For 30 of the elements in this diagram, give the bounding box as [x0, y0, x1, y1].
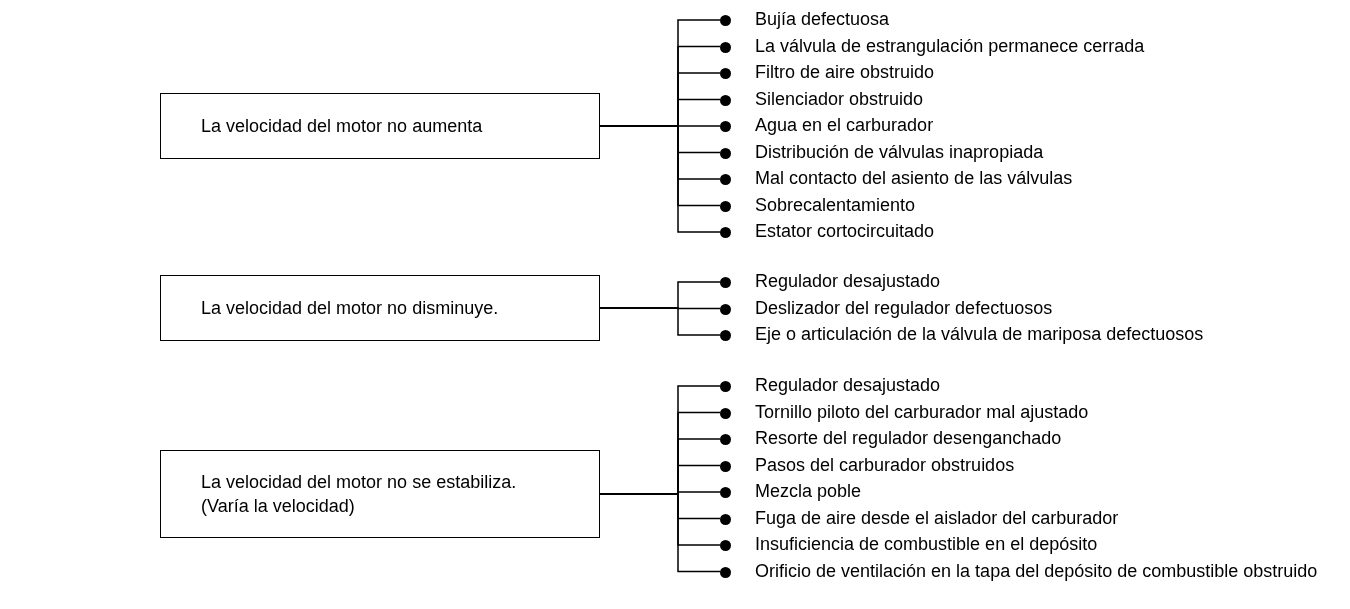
cause-text: Distribución de válvulas inapropiada: [755, 140, 1045, 164]
cause-text: Pasos del carburador obstruidos: [755, 453, 1016, 477]
connector-line: [599, 125, 721, 233]
cause-text: Bujía defectuosa: [755, 8, 891, 31]
connector-line: [599, 307, 721, 336]
cause-text: Mezcla poble: [755, 480, 863, 503]
cause-text: Resorte del regulador desenganchado: [755, 427, 1063, 450]
cause-text: Orificio de ventilación en la tapa del depósito de combustible obstruido: [755, 559, 1319, 583]
cause-text: Eje o articulación de la válvula de mariposa defectuosos: [755, 323, 1205, 346]
cause-text: Deslizador del regulador defectuosos: [755, 296, 1054, 320]
problem-text: La velocidad del motor no se estabiliza.: [201, 471, 518, 494]
problem-box: [160, 93, 600, 159]
problem-text: La velocidad del motor no disminuye.: [201, 297, 500, 320]
cause-text: Regulador desajustado: [755, 270, 942, 293]
cause-text: Filtro de aire obstruido: [755, 61, 936, 84]
connector-line: [599, 493, 721, 573]
problem-text: La velocidad del motor no aumenta: [201, 115, 484, 138]
cause-text: Tornillo piloto del carburador mal ajustado: [755, 400, 1090, 424]
cause-text: Mal contacto del asiento de las válvulas: [755, 167, 1074, 190]
problem-text: (Varía la velocidad): [201, 495, 356, 518]
cause-text: Silenciador obstruido: [755, 87, 925, 111]
problem-box: [160, 275, 600, 341]
cause-text: Fuga de aire desde el aislador del carburador: [755, 506, 1120, 530]
cause-text: Agua en el carburador: [755, 114, 935, 137]
cause-text: Insuficiencia de combustible en el depósito: [755, 533, 1099, 556]
cause-text: Regulador desajustado: [755, 374, 942, 397]
cause-text: La válvula de estrangulación permanece cerrada: [755, 34, 1146, 58]
cause-text: Estator cortocircuitado: [755, 220, 936, 243]
problem-box: [160, 450, 600, 538]
cause-text: Sobrecalentamiento: [755, 193, 917, 217]
